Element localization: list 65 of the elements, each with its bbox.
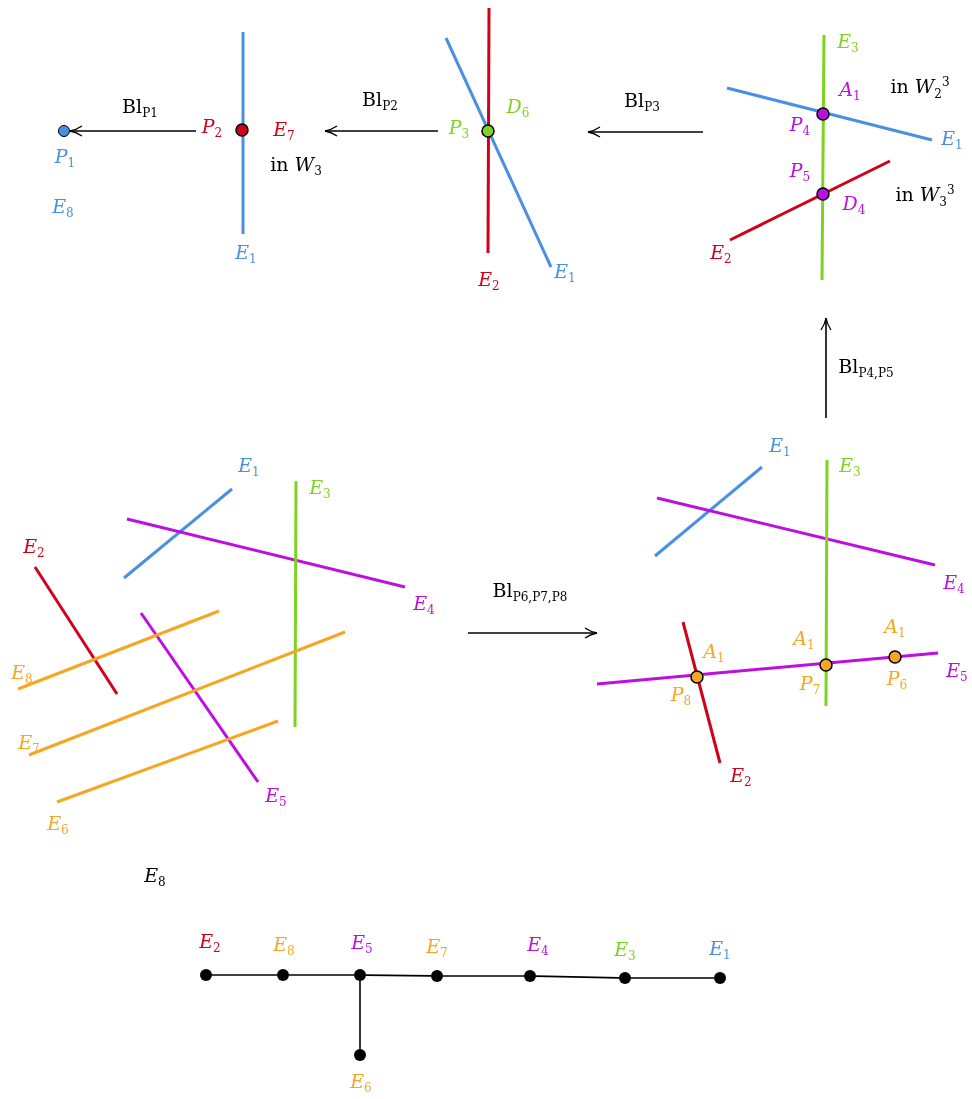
point-type-label: A$_{1}$ (839, 79, 861, 103)
curve-label: E$_{6}$ (47, 813, 69, 837)
curve-label: E$_{8}$ (144, 865, 166, 889)
point-type-label: A$_{1}$ (884, 616, 906, 640)
edge-label: Bl$_{P1}$ (122, 96, 158, 120)
curve-label: E$_{1}$ (235, 242, 257, 266)
vertex-dot (277, 969, 289, 981)
edge-label: Bl$_{P2}$ (362, 89, 398, 113)
point-type-label: D$_{6}$ (506, 96, 530, 120)
vertex-dot (200, 969, 212, 981)
point-label: P$_{4}$ (789, 114, 811, 138)
vertex-label: E$_{8}$ (273, 934, 295, 958)
vertex-dot (354, 1049, 366, 1061)
curve-label: E$_{1}$ (554, 261, 576, 285)
point-label: P$_{8}$ (670, 684, 692, 708)
connector-line (630, 977, 715, 979)
connector-line (211, 974, 278, 976)
curve-label: E$_{1}$ (238, 455, 260, 479)
curve-label: E$_{2}$ (478, 269, 500, 293)
curve-label: E$_{5}$ (265, 785, 287, 809)
point-label: P$_{6}$ (886, 668, 908, 692)
vertex-dot (354, 969, 366, 981)
vertex-dot (714, 972, 726, 984)
curve-label: E$_{8}$ (11, 662, 33, 686)
vertex-dot (524, 970, 536, 982)
point-label: P$_{2}$ (201, 116, 223, 140)
point-label: P$_{3}$ (448, 117, 470, 141)
edge-label: Bl$_{P6,P7,P8}$ (492, 580, 568, 604)
point-label: P$_{7}$ (799, 673, 821, 697)
vertex-label: E$_{5}$ (351, 932, 373, 956)
connector-line (535, 975, 620, 979)
curve-label: E$_{7}$ (273, 119, 295, 143)
connector-line (442, 975, 525, 977)
point-type-label: A$_{1}$ (703, 641, 725, 665)
connector-line (359, 980, 361, 1050)
point-type-label: D$_{4}$ (842, 193, 866, 217)
curve-label: E$_{4}$ (413, 593, 435, 617)
curve-label: E$_{3}$ (837, 31, 859, 55)
point-label: P$_{5}$ (789, 160, 811, 184)
edge-label: Bl$_{P4,P5}$ (838, 356, 894, 380)
connector-line (288, 974, 355, 976)
vertex-dot (431, 970, 443, 982)
annotation-label: in W$_{3}$ (270, 154, 322, 178)
point-dot (58, 125, 70, 137)
curve-label: E$_{3}$ (839, 455, 861, 479)
edge-label: Bl$_{P3}$ (624, 90, 660, 114)
vertex-label: E$_{6}$ (350, 1071, 372, 1095)
vertex-label: E$_{4}$ (527, 934, 549, 958)
curve-label: E$_{8}$ (52, 196, 74, 220)
curve-label: E$_{4}$ (943, 572, 965, 596)
vertex-label: E$_{3}$ (614, 939, 636, 963)
vertex-dot (619, 972, 631, 984)
curve-label: E$_{2}$ (23, 536, 45, 560)
point-label: P$_{1}$ (54, 146, 76, 170)
curve-label: E$_{1}$ (941, 128, 963, 152)
vertex-label: E$_{2}$ (199, 931, 221, 955)
curve-label: E$_{3}$ (309, 477, 331, 501)
curve-label: E$_{1}$ (769, 435, 791, 459)
connector-line (365, 974, 432, 977)
curve-label: E$_{5}$ (946, 660, 968, 684)
curve-label: E$_{2}$ (710, 242, 732, 266)
curve-label: E$_{2}$ (730, 765, 752, 789)
vertex-label: E$_{1}$ (709, 938, 731, 962)
vertex-label: E$_{7}$ (426, 936, 448, 960)
point-type-label: A$_{1}$ (793, 628, 815, 652)
